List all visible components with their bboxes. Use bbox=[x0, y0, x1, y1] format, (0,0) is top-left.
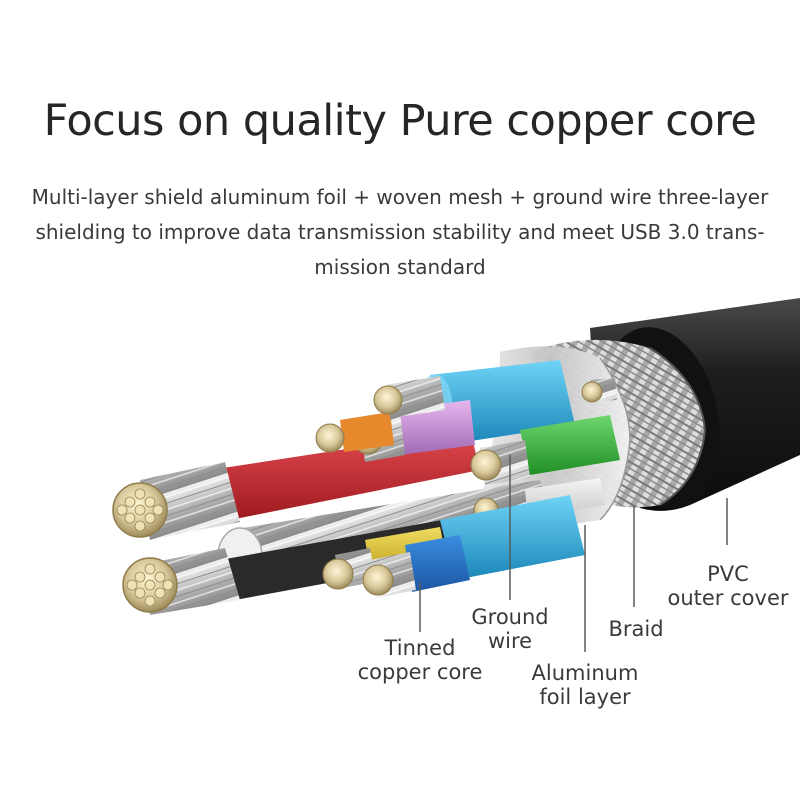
description-line: shielding to improve data transmission s… bbox=[35, 220, 765, 244]
blue-shielded-pair-bottom bbox=[440, 495, 585, 580]
label-line: copper core bbox=[357, 660, 483, 684]
label-tinned-copper-core: Tinned copper core bbox=[350, 636, 490, 684]
label-line: PVC bbox=[707, 562, 749, 586]
label-pvc-outer-cover: PVC outer cover bbox=[666, 562, 790, 610]
label-line: Aluminum bbox=[531, 661, 639, 685]
green-wire bbox=[470, 415, 620, 485]
dark-blue-wire bbox=[362, 535, 470, 598]
callout-lines bbox=[419, 455, 728, 652]
copper-core-end-red bbox=[112, 482, 168, 538]
page-title: Focus on quality Pure copper core bbox=[43, 96, 757, 146]
label-line: Braid bbox=[608, 617, 664, 641]
label-line: outer cover bbox=[667, 586, 789, 610]
label-braid: Braid bbox=[596, 617, 676, 641]
copper-core-end-black bbox=[122, 557, 178, 613]
label-line: Tinned bbox=[384, 636, 456, 660]
orange-wire bbox=[315, 412, 394, 453]
ground-wire-top bbox=[581, 378, 617, 403]
label-line: foil layer bbox=[539, 685, 631, 709]
label-aluminum-foil-layer: Aluminum foil layer bbox=[520, 661, 650, 709]
description-line: mission standard bbox=[314, 255, 486, 279]
label-line: wire bbox=[487, 629, 533, 653]
description: Multi-layer shield aluminum foil + woven… bbox=[20, 180, 780, 285]
description-line: Multi-layer shield aluminum foil + woven… bbox=[31, 185, 769, 209]
label-line: Ground bbox=[471, 605, 549, 629]
label-ground-wire: Ground wire bbox=[460, 605, 560, 653]
blue-pair-top-strand bbox=[373, 376, 445, 418]
